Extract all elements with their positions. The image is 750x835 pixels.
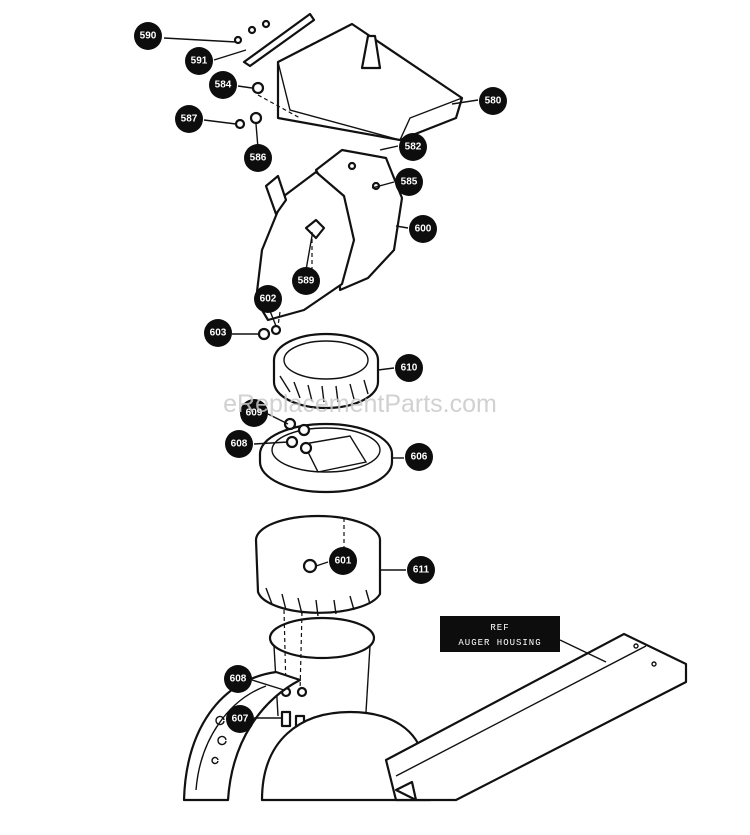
deflector-part xyxy=(276,22,464,142)
deflector-hardware xyxy=(233,12,316,130)
chute-bracket-front xyxy=(254,170,356,322)
chute-plate-606 xyxy=(258,417,394,494)
ref-label-line1: REF xyxy=(490,623,509,633)
callout-602-text: 602 xyxy=(260,294,277,305)
auger-housing xyxy=(182,632,688,802)
callout-585: 585 xyxy=(395,168,423,196)
callout-609: 609 xyxy=(240,399,268,427)
chute-nuts xyxy=(257,311,282,341)
callout-584-text: 584 xyxy=(215,80,232,91)
callout-606-text: 606 xyxy=(411,452,428,463)
ref-auger-housing-label: REF AUGER HOUSING xyxy=(440,616,607,663)
callout-610: 610 xyxy=(395,354,423,382)
callout-586-text: 586 xyxy=(250,153,267,164)
callout-582-text: 582 xyxy=(405,142,422,153)
callout-591: 591 xyxy=(185,47,213,75)
callout-601-text: 601 xyxy=(335,556,352,567)
callout-608-lower-text: 608 xyxy=(230,674,247,685)
callout-580: 580 xyxy=(479,87,507,115)
callout-586: 586 xyxy=(244,144,272,172)
callout-608-lower: 608 xyxy=(224,665,252,693)
callout-590-text: 590 xyxy=(140,31,157,42)
callout-590: 590 xyxy=(134,22,162,50)
callout-580-text: 580 xyxy=(485,96,502,107)
callout-582: 582 xyxy=(399,133,427,161)
chute-ring-610 xyxy=(272,332,380,410)
callout-607-text: 607 xyxy=(232,714,249,725)
callout-610-text: 610 xyxy=(401,363,418,374)
ref-label-line2: AUGER HOUSING xyxy=(458,638,541,648)
callout-611-text: 611 xyxy=(413,565,430,576)
callout-608-text: 608 xyxy=(231,439,248,450)
spout-base xyxy=(268,609,376,732)
callout-591-text: 591 xyxy=(191,56,208,67)
callout-584: 584 xyxy=(209,71,237,99)
callout-606: 606 xyxy=(405,443,433,471)
callout-587-text: 587 xyxy=(181,114,198,125)
callout-607: 607 xyxy=(226,705,254,733)
callout-602: 602 xyxy=(254,285,282,313)
watermark-text: eReplacementParts.com xyxy=(223,390,497,418)
callout-608: 608 xyxy=(225,430,253,458)
callout-611: 611 xyxy=(407,556,435,584)
callout-589: 589 xyxy=(292,267,320,295)
callout-600-text: 600 xyxy=(415,224,432,235)
callout-603-text: 603 xyxy=(210,328,227,339)
callout-600: 600 xyxy=(409,215,437,243)
leader-lines xyxy=(163,37,479,719)
callout-601: 601 xyxy=(329,547,357,575)
callout-585-text: 585 xyxy=(401,177,418,188)
callout-609-text: 609 xyxy=(246,408,263,419)
callout-587: 587 xyxy=(175,105,203,133)
callout-589-text: 589 xyxy=(298,276,315,287)
callout-603: 603 xyxy=(204,319,232,347)
